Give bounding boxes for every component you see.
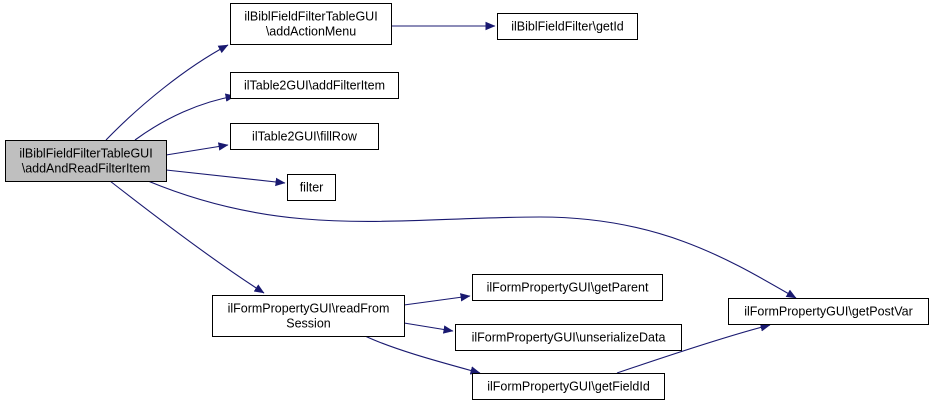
node-unserializeData[interactable]: ilFormPropertyGUI\unserializeData: [455, 324, 682, 351]
edge-root-to-filter: [165, 169, 286, 187]
edge-line: [403, 293, 471, 306]
edge-root-to-addFilterItem: [134, 93, 236, 141]
node-getFieldId[interactable]: ilFormPropertyGUI\getFieldId: [472, 373, 665, 400]
node-box: [5, 140, 167, 182]
edge-line: [616, 323, 771, 374]
edge-getFieldId-to-getPostVar: [616, 323, 771, 374]
node-box: [497, 13, 638, 40]
edge-readFromSession-to-unserializeData: [403, 322, 454, 334]
edge-root-to-getPostVar: [147, 180, 797, 299]
node-box: [287, 174, 336, 201]
edge-root-to-addActionMenu: [105, 44, 229, 141]
node-addFilterItem[interactable]: ilTable2GUI\addFilterItem: [230, 72, 399, 99]
node-box: [472, 274, 663, 301]
node-label: ilFormPropertyGUI\getPostVar: [744, 305, 913, 319]
edges: [105, 21, 797, 375]
edge-readFromSession-to-getFieldId: [364, 335, 481, 375]
node-addActionMenu[interactable]: ilBiblFieldFilterTableGUI\addActionMenu: [230, 3, 392, 45]
edge-readFromSession-to-getParent: [403, 293, 471, 306]
node-getParent[interactable]: ilFormPropertyGUI\getParent: [472, 274, 663, 301]
node-label: ilTable2GUI\fillRow: [252, 130, 358, 144]
node-label: Session: [286, 317, 331, 331]
edge-root-to-readFromSession: [109, 180, 265, 294]
node-label: \addActionMenu: [266, 25, 356, 39]
nodes: ilBiblFieldFilterTableGUI\addAndReadFilt…: [5, 3, 929, 400]
node-box: [472, 373, 665, 400]
node-root[interactable]: ilBiblFieldFilterTableGUI\addAndReadFilt…: [5, 140, 167, 182]
edge-line: [403, 322, 454, 334]
node-label: ilFormPropertyGUI\getParent: [487, 281, 649, 295]
node-fillRow[interactable]: ilTable2GUI\fillRow: [230, 123, 379, 150]
edge-line: [147, 180, 797, 299]
edge-line: [105, 44, 229, 141]
node-label: ilBiblFieldFilterTableGUI: [19, 147, 152, 161]
node-box: [212, 295, 405, 337]
node-label: ilFormPropertyGUI\unserializeData: [472, 331, 666, 345]
node-box: [728, 298, 929, 325]
node-box: [230, 72, 399, 99]
edge-line: [165, 142, 229, 156]
node-label: ilBiblFieldFilterTableGUI: [244, 10, 377, 24]
node-label: filter: [300, 181, 324, 195]
node-label: ilTable2GUI\addFilterItem: [244, 79, 385, 93]
edge-line: [109, 180, 265, 294]
edge-root-to-fillRow: [165, 142, 229, 156]
node-box: [230, 3, 392, 45]
node-getId[interactable]: ilBiblFieldFilter\getId: [497, 13, 638, 40]
node-box: [455, 324, 682, 351]
node-label: ilBiblFieldFilter\getId: [511, 20, 624, 34]
edge-line: [134, 93, 236, 141]
node-label: ilFormPropertyGUI\readFrom: [228, 302, 390, 316]
node-getPostVar[interactable]: ilFormPropertyGUI\getPostVar: [728, 298, 929, 325]
edge-line: [364, 335, 481, 375]
edge-line: [165, 169, 286, 187]
node-filter[interactable]: filter: [287, 174, 336, 201]
node-box: [230, 123, 379, 150]
node-label: \addAndReadFilterItem: [22, 162, 151, 176]
node-label: ilFormPropertyGUI\getFieldId: [487, 380, 650, 394]
